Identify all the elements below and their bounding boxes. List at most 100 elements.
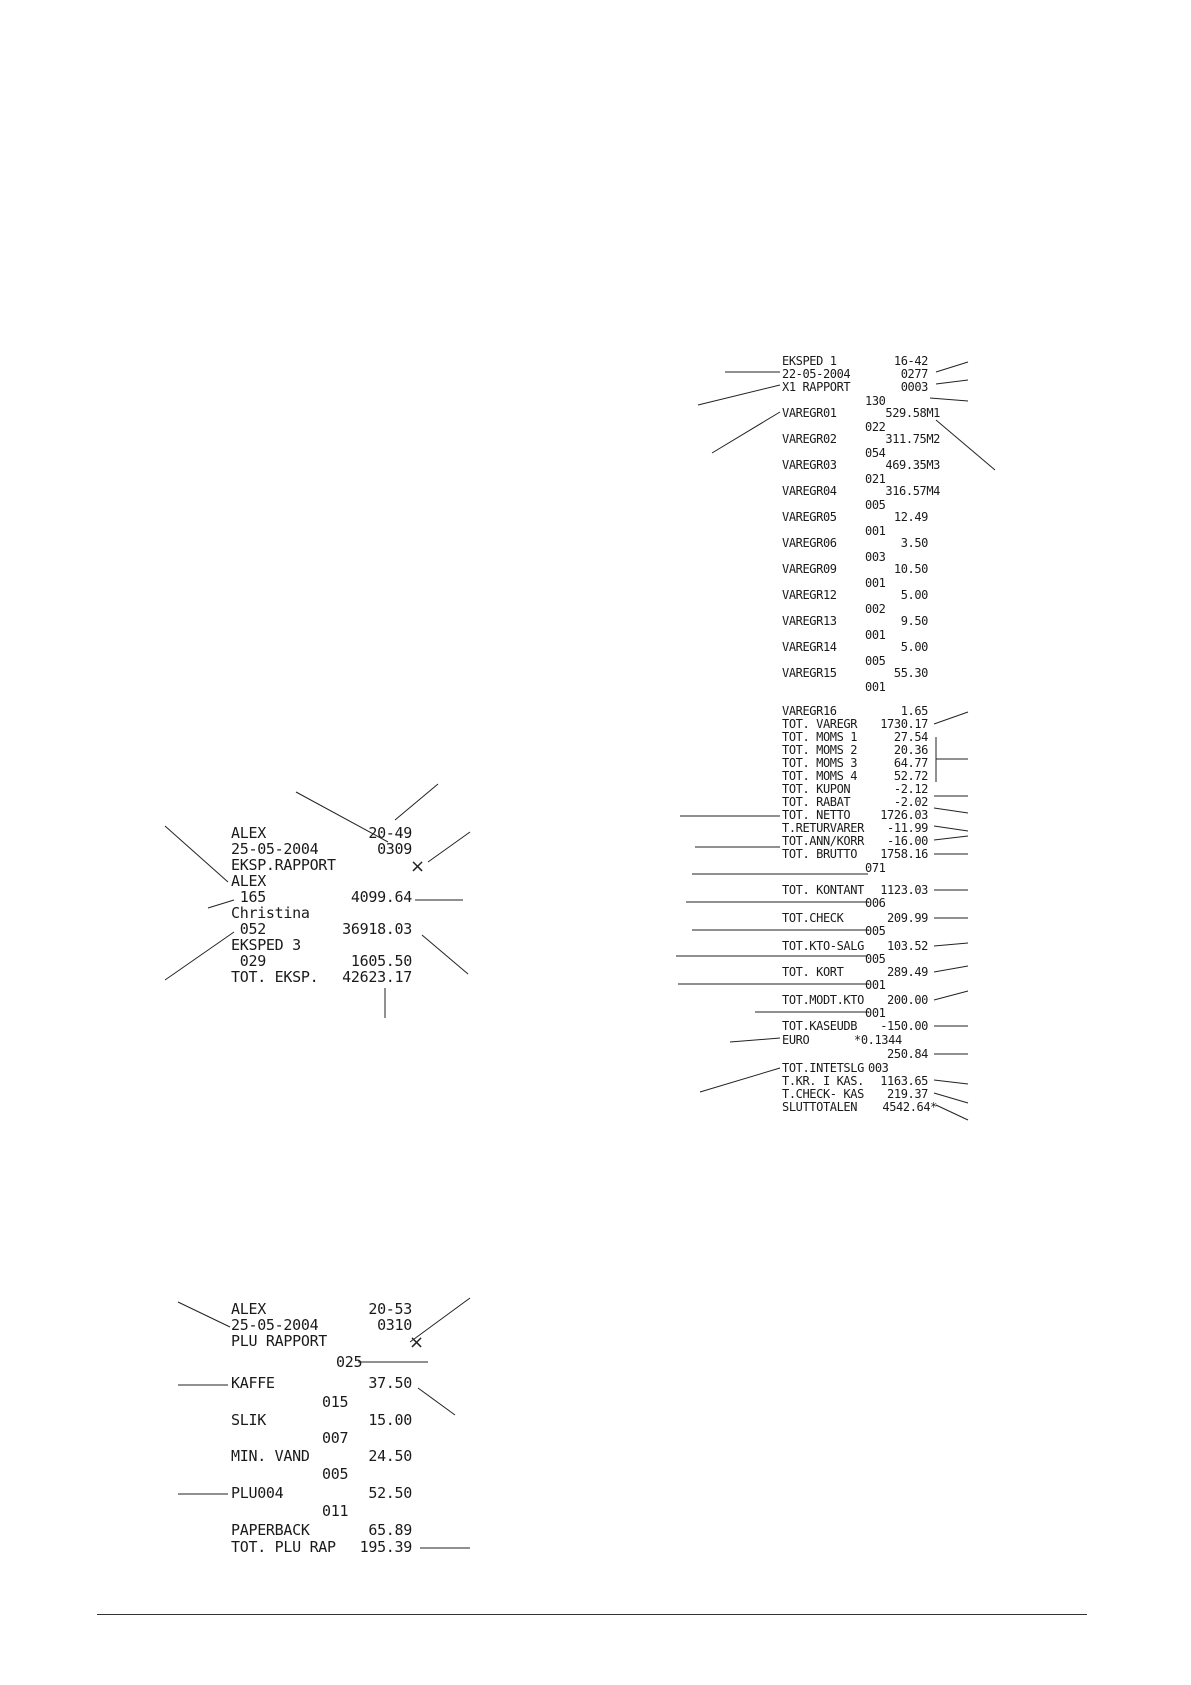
total-label: TOT. BRUTTO — [782, 847, 858, 861]
final-value: 4542.64* — [882, 1100, 937, 1114]
group-count: 021 — [865, 472, 886, 486]
payment-count: 005 — [865, 952, 886, 966]
total-value: 64.77 — [893, 756, 929, 770]
group-label: VAREGR09 — [782, 562, 837, 576]
group-count: 022 — [865, 420, 886, 434]
plu-item-value: 37.50 — [368, 1374, 412, 1392]
group-value: 529.58M1 — [885, 406, 940, 420]
x1-header-right-1: 16-42 — [893, 354, 929, 368]
group-label: VAREGR13 — [782, 614, 837, 628]
payment-label: TOT.KASEUDB — [782, 1019, 858, 1033]
total-value: 1758.16 — [880, 847, 928, 861]
euro-rate: *0.1344 — [854, 1033, 902, 1047]
payment-count: 006 — [865, 896, 886, 910]
total-value: 27.54 — [893, 730, 929, 744]
group-label: VAREGR16 — [782, 704, 837, 718]
total-label: TOT. MOMS 3 — [782, 756, 858, 770]
eksp-line: TOT. EKSP. — [231, 968, 319, 986]
eksp-line: ALEX — [231, 824, 266, 842]
payment-label: TOT. KONTANT — [782, 883, 864, 897]
group-label: VAREGR12 — [782, 588, 837, 602]
group-value: 1.65 — [900, 704, 929, 718]
eksp-line: ALEX — [231, 872, 266, 890]
group-value: 9.50 — [900, 614, 929, 628]
group-value: 311.75M2 — [885, 432, 940, 446]
final-value: 1163.65 — [880, 1074, 928, 1088]
eksp-value: 4099.64 — [350, 888, 412, 906]
eksp-value: 1605.50 — [350, 952, 412, 970]
total-label: T.RETURVARER — [782, 821, 864, 835]
payment-label: TOT. KORT — [782, 965, 844, 979]
plu-header-line: 25-05-2004 — [231, 1316, 319, 1334]
eksp-line: 029 — [231, 952, 267, 970]
plu-header-right: 0310 — [377, 1316, 412, 1334]
payment-count: 001 — [865, 1006, 886, 1020]
group-value: 469.35M3 — [885, 458, 940, 472]
total-label: TOT. MOMS 2 — [782, 743, 858, 757]
group-count: 130 — [865, 394, 886, 408]
group-count: 001 — [865, 576, 886, 590]
plu-item-label: PLU004 — [231, 1484, 284, 1502]
group-label: VAREGR06 — [782, 536, 837, 550]
plu-count: 011 — [322, 1502, 349, 1520]
euro-label: EURO — [782, 1033, 810, 1047]
total-label: TOT. MOMS 1 — [782, 730, 858, 744]
group-label: VAREGR14 — [782, 640, 837, 654]
footer-divider — [97, 1614, 1087, 1615]
eksp-value: 42623.17 — [342, 968, 412, 986]
eksp-line: EKSPED 3 — [231, 936, 301, 954]
plu-item-value: 52.50 — [368, 1484, 412, 1502]
plu-total-value: 195.39 — [359, 1538, 413, 1556]
intetsalg-count: 003 — [868, 1061, 889, 1075]
payment-value: 103.52 — [887, 939, 928, 953]
plu-item-value: 15.00 — [368, 1411, 412, 1429]
payment-label: TOT.MODT.KTO — [782, 993, 864, 1007]
x1-header-right-2: 0277 — [900, 367, 929, 381]
total-value: 20.36 — [893, 743, 929, 757]
group-value: 316.57M4 — [885, 484, 940, 498]
eksp-value: 36918.03 — [342, 920, 412, 938]
total-label: TOT.ANN/KORR — [782, 834, 864, 848]
total-label: TOT. RABAT — [782, 795, 851, 809]
final-label: T.CHECK- KAS — [782, 1087, 864, 1101]
plu-item-label: MIN. VAND — [231, 1447, 310, 1465]
payment-value: 289.49 — [887, 965, 928, 979]
euro-value: 250.84 — [887, 1047, 928, 1061]
group-count: 001 — [865, 524, 886, 538]
plu-count: 025 — [336, 1353, 363, 1371]
total-value: -2.12 — [893, 782, 929, 796]
cross-mark: × — [409, 1332, 425, 1353]
group-value: 12.49 — [893, 510, 929, 524]
total-label: TOT. VAREGR — [782, 717, 858, 731]
plu-item-value: 24.50 — [368, 1447, 412, 1465]
payment-value: -150.00 — [880, 1019, 928, 1033]
group-label: VAREGR02 — [782, 432, 837, 446]
group-value: 3.50 — [900, 536, 929, 550]
x1-header-line-2: 22-05-2004 — [782, 367, 851, 381]
total-value: 1726.03 — [880, 808, 928, 822]
payment-label: TOT.CHECK — [782, 911, 844, 925]
plu-item-value: 65.89 — [368, 1521, 412, 1539]
payment-count: 001 — [865, 978, 886, 992]
plu-count: 015 — [322, 1393, 349, 1411]
final-value: 219.37 — [887, 1087, 928, 1101]
plu-count: 005 — [322, 1465, 349, 1483]
plu-item-label: PAPERBACK — [231, 1521, 310, 1539]
plu-header-right: 20-53 — [368, 1300, 412, 1318]
final-label: T.KR. I KAS. — [782, 1074, 864, 1088]
plu-total-label: TOT. PLU RAP — [231, 1538, 336, 1556]
group-count: 003 — [865, 550, 886, 564]
group-label: VAREGR15 — [782, 666, 837, 680]
group-count: 002 — [865, 602, 886, 616]
total-value: 1730.17 — [880, 717, 928, 731]
plu-item-label: SLIK — [231, 1411, 266, 1429]
payment-label: TOT.KTO-SALG — [782, 939, 864, 953]
plu-header-line: ALEX — [231, 1300, 266, 1318]
group-label: VAREGR04 — [782, 484, 837, 498]
payment-value: 200.00 — [887, 993, 928, 1007]
group-value: 5.00 — [900, 640, 929, 654]
plu-count: 007 — [322, 1429, 349, 1447]
eksp-value: 0309 — [377, 840, 412, 858]
plu-header-line: PLU RAPPORT — [231, 1332, 328, 1350]
